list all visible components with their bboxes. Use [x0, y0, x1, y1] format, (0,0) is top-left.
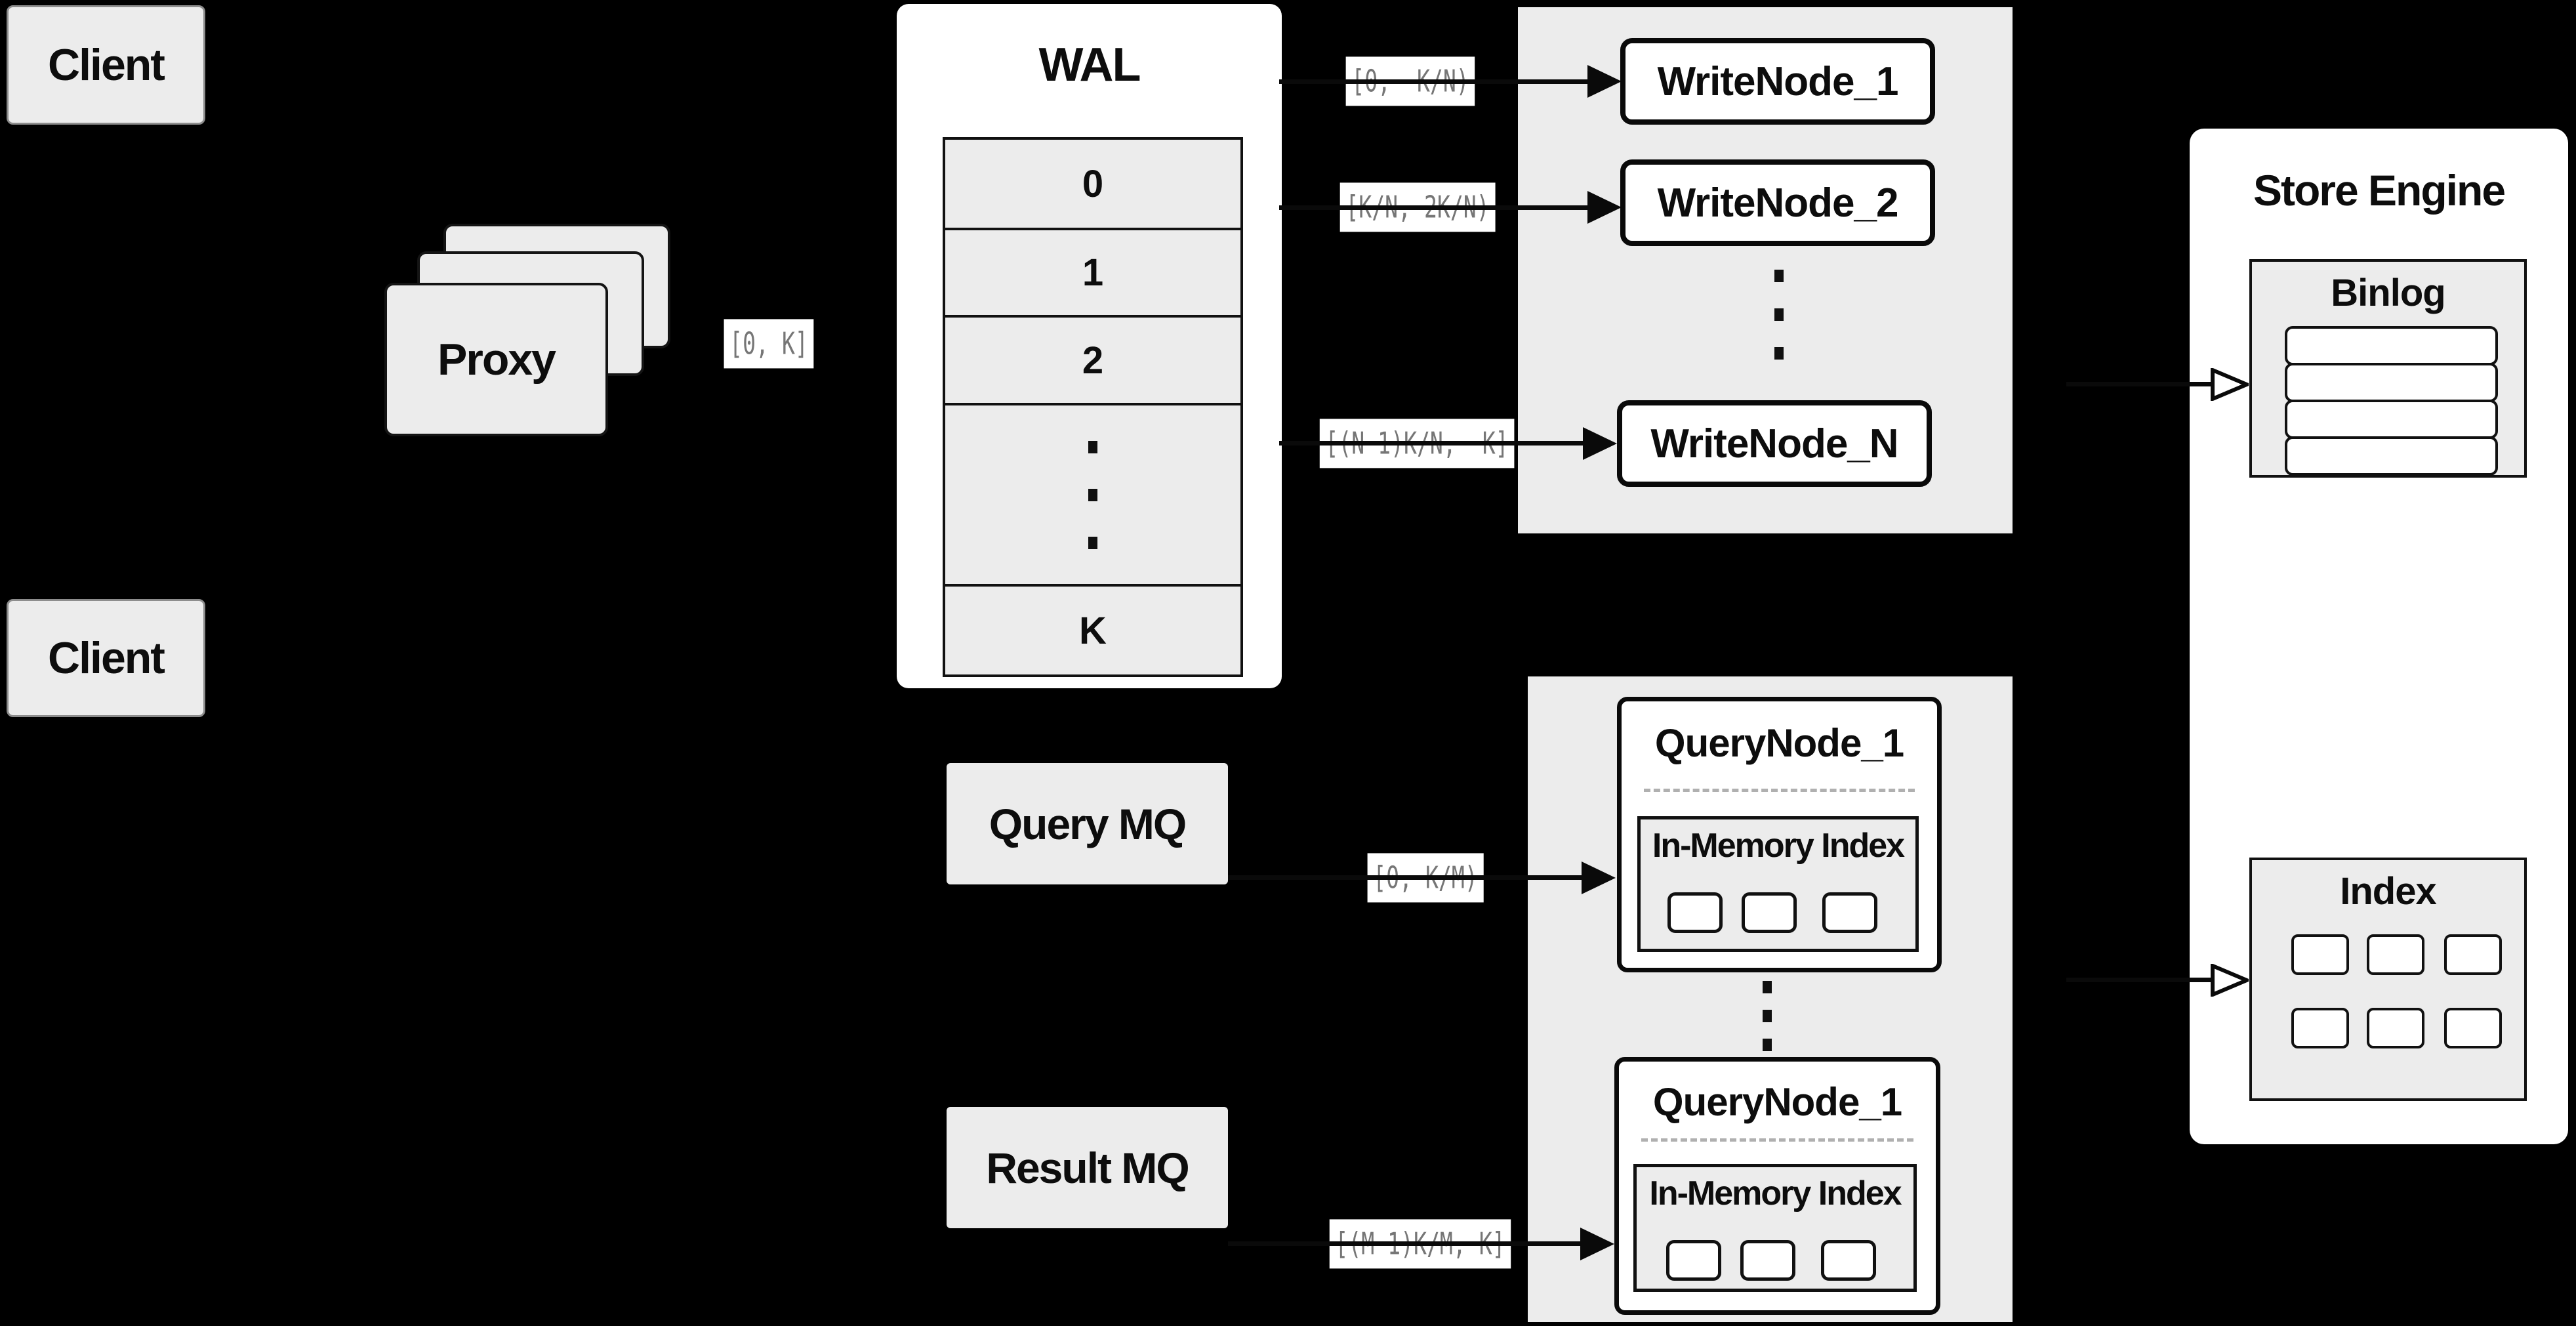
vertical-ellipsis-icon: [1088, 440, 1097, 549]
index-title: Index: [2340, 870, 2437, 913]
arrow-line-index: [2066, 978, 2212, 982]
query-node-top-title: QueryNode_1: [1654, 721, 1904, 765]
wal-title: WAL: [1038, 39, 1141, 91]
store-engine-title: Store Engine: [2253, 166, 2506, 215]
dashed-divider: [1641, 1138, 1913, 1142]
binlog-row: [2285, 400, 2498, 439]
binlog-row: [2285, 436, 2498, 476]
index-file-icon: [2291, 1008, 2349, 1048]
wal-row-ellipsis: [945, 403, 1240, 584]
range-label-proxy-out: [0, K]: [724, 319, 814, 369]
store-engine-box: Store Engine Binlog Index: [2190, 129, 2568, 1144]
index-segment-icon: [1740, 1240, 1795, 1281]
binlog-row: [2285, 363, 2498, 402]
open-arrowhead-right-icon: [2211, 964, 2249, 997]
client-bottom-label: Client: [48, 633, 165, 683]
wal-box: WAL 0 1 2 K: [897, 4, 1282, 688]
binlog-title: Binlog: [2331, 272, 2445, 314]
index-file-icon: [2367, 934, 2424, 975]
arrow-line-write-2: [1279, 205, 1587, 210]
query-node-bottom-box: QueryNode_1 In-Memory Index: [1614, 1057, 1940, 1315]
index-file-icon: [2367, 1008, 2424, 1048]
index-segment-icon: [1742, 892, 1797, 933]
index-box: Index: [2249, 858, 2527, 1101]
arrowhead-right-icon: [1587, 65, 1622, 98]
binlog-row: [2285, 326, 2498, 365]
proxy-label: Proxy: [438, 335, 556, 384]
arrowhead-right-icon: [1582, 861, 1616, 894]
arrow-line-binlog: [2066, 382, 2212, 386]
binlog-box: Binlog: [2249, 259, 2527, 478]
client-bottom-box: Client: [7, 599, 205, 717]
wal-row-k: K: [945, 584, 1240, 674]
index-segment-icon: [1666, 1240, 1721, 1281]
dashed-divider: [1644, 789, 1915, 792]
result-mq-box: Result MQ: [947, 1107, 1228, 1228]
index-file-icon: [2444, 1008, 2502, 1048]
write-node-2-box: WriteNode_2: [1620, 159, 1935, 246]
write-node-n-box: WriteNode_N: [1617, 400, 1932, 487]
arrowhead-right-icon: [1587, 191, 1622, 224]
query-mq-box: Query MQ: [947, 763, 1228, 884]
client-top-label: Client: [48, 40, 165, 90]
index-file-icon: [2291, 934, 2349, 975]
write-node-1-box: WriteNode_1: [1620, 38, 1935, 125]
binlog-rows: [2285, 326, 2498, 476]
query-node-ellipsis-icon: [1763, 981, 1772, 1051]
arrow-line-write-n: [1279, 441, 1583, 445]
arrowhead-right-icon: [1580, 1228, 1614, 1260]
proxy-box: Proxy: [384, 283, 608, 436]
in-memory-index-bottom-label: In-Memory Index: [1649, 1174, 1902, 1212]
arrowhead-right-icon: [1583, 427, 1617, 460]
client-top-box: Client: [7, 5, 205, 125]
index-segment-icon: [1821, 1240, 1876, 1281]
write-node-ellipsis-icon: [1774, 270, 1784, 360]
index-file-icon: [2444, 934, 2502, 975]
open-arrowhead-right-icon: [2211, 368, 2249, 401]
index-segment-icon: [1822, 892, 1877, 933]
index-segment-icon: [1667, 892, 1723, 933]
wal-row-1: 1: [945, 228, 1240, 315]
in-memory-index-top-label: In-Memory Index: [1652, 827, 1905, 865]
in-memory-index-top-box: In-Memory Index: [1637, 816, 1919, 952]
query-node-top-box: QueryNode_1 In-Memory Index: [1617, 697, 1942, 972]
wal-table: 0 1 2 K: [943, 137, 1243, 677]
in-memory-index-bottom-box: In-Memory Index: [1633, 1164, 1917, 1292]
arrow-line-query-m: [1228, 1241, 1580, 1246]
query-node-bottom-title: QueryNode_1: [1652, 1080, 1902, 1124]
wal-row-2: 2: [945, 315, 1240, 403]
arrow-line-query-1: [1228, 875, 1582, 880]
wal-row-0: 0: [945, 140, 1240, 228]
arrow-line-write-1: [1279, 79, 1587, 84]
